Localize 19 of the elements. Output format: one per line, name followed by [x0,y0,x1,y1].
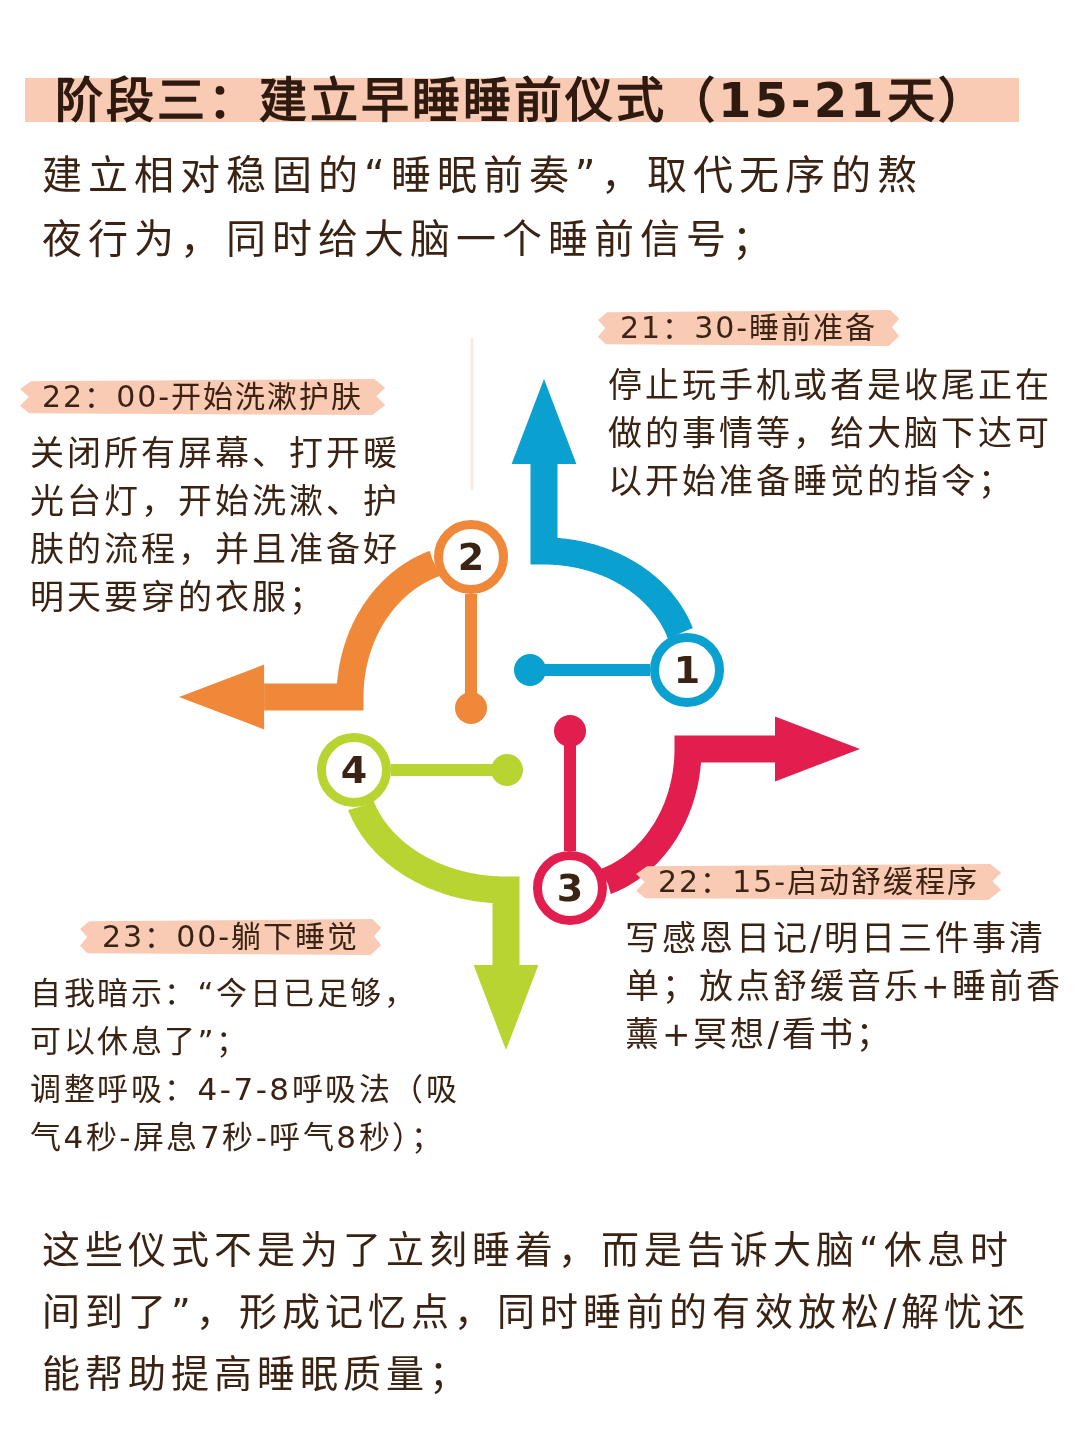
step-number-circle: 3 [533,851,607,925]
step-description: 调整呼吸：4-7-8呼吸法（吸气4秒-屏息7秒-呼气8秒）； [30,1070,461,1157]
step-number-circle: 4 [317,733,391,807]
dot-ended-line [554,715,586,851]
time-banner: 23：00-躺下睡觉 [80,919,382,955]
dot-ended-line [514,654,650,686]
step-number-circle: 1 [650,633,724,707]
intro-paragraph: 建立相对稳固的“睡眠前奏”，取代无序的熬夜行为，同时给大脑一个睡前信号； [42,151,925,264]
summary-paragraph: 这些仪式不是为了立刻睡着，而是告诉大脑“休息时间到了”，形成记忆点，同时睡前的有效放松/解忧还能帮助提高睡眠质量； [42,1227,1032,1398]
step-description: 停止玩手机或者是收尾正在做的事情等，给大脑下达可以开始准备睡觉的指令； [608,364,1053,503]
step-description: 写感恩日记/明日三件事清单；放点舒缓音乐+睡前香薰+冥想/看书； [625,917,1065,1056]
time-banner: 21：30-睡前准备 [598,310,900,346]
step-number-circle: 2 [434,520,508,594]
time-banner: 22：00-开始洗漱护肤 [20,379,386,415]
step-description: 关闭所有屏幕、打开暖光台灯，开始洗漱、护肤的流程，并且准备好明天要穿的衣服； [30,432,401,619]
dot-ended-line [455,594,487,724]
time-banner: 22：15-启动舒缓程序 [636,864,1002,900]
dot-ended-line [391,754,523,786]
step-description: 自我暗示：“今日已足够，可以休息了”； [30,974,419,1061]
